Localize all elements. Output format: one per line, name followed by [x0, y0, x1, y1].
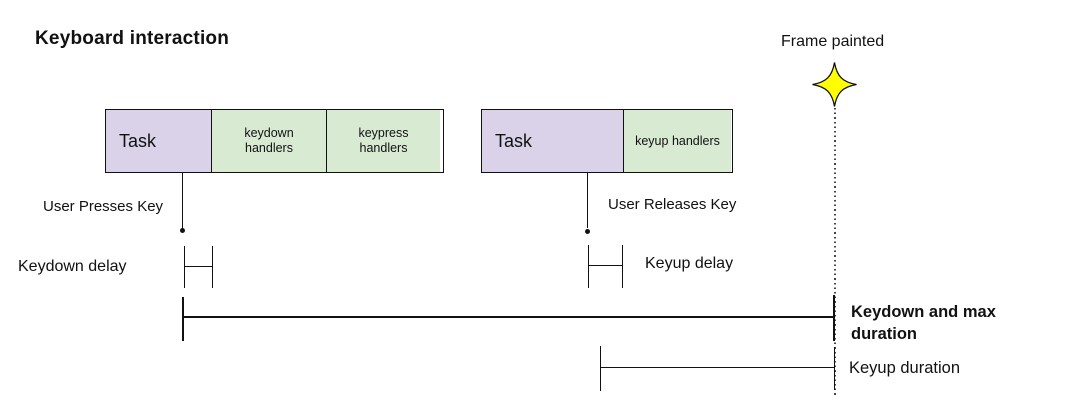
keyup-delay-connector	[588, 265, 623, 266]
keyup-handlers-segment: keyup handlers	[623, 110, 731, 172]
diagram-title: Keyboard interaction	[35, 28, 230, 49]
keyup-delay-tick-right	[622, 245, 623, 288]
task-label: Task	[495, 130, 533, 151]
keyup-duration-tick-left	[600, 346, 601, 391]
keypress-handlers-label: keypress handlers	[358, 126, 409, 155]
user-releases-arrow-line	[587, 173, 588, 228]
frame-painted-label: Frame painted	[781, 33, 885, 50]
keydown-max-duration-line	[183, 316, 835, 318]
keyup-delay-tick-left	[588, 245, 589, 288]
keydown-delay-connector	[184, 266, 213, 267]
keyup-duration-tick-right	[834, 347, 835, 390]
task-segment: Task	[482, 110, 623, 172]
keydown-handlers-segment: keydown handlers	[211, 110, 326, 172]
keydown-handlers-label: keydown handlers	[244, 126, 294, 155]
keydown-delay-tick-left	[184, 246, 185, 288]
keyup-duration-label: Keyup duration	[849, 359, 960, 377]
keydown-task-block: Task keydown handlers keypress handlers	[105, 109, 444, 173]
keypress-handlers-segment: keypress handlers	[326, 110, 440, 172]
keyup-duration-line	[601, 367, 835, 368]
frame-painted-star-icon	[812, 62, 857, 107]
keydown-delay-label: Keydown delay	[18, 258, 127, 275]
user-presses-arrow-line	[182, 173, 183, 228]
keyup-delay-label: Keyup delay	[645, 255, 734, 272]
frame-painted-dotted-timeline	[834, 108, 836, 398]
keydown-max-duration-tick-right	[833, 295, 835, 341]
task-label: Task	[119, 130, 157, 151]
user-presses-arrowhead-dot	[180, 228, 185, 233]
user-releases-arrowhead-dot	[585, 229, 590, 234]
keyup-task-block: Task keyup handlers	[481, 109, 733, 173]
task-segment: Task	[106, 110, 211, 172]
keyup-handlers-label: keyup handlers	[635, 133, 720, 148]
keydown-delay-tick-right	[212, 246, 213, 288]
keydown-max-duration-label: Keydown and max duration	[851, 303, 996, 343]
keydown-max-duration-tick-left	[182, 297, 184, 341]
user-releases-label: User Releases Key	[608, 196, 737, 213]
user-presses-label: User Presses Key	[43, 198, 164, 215]
